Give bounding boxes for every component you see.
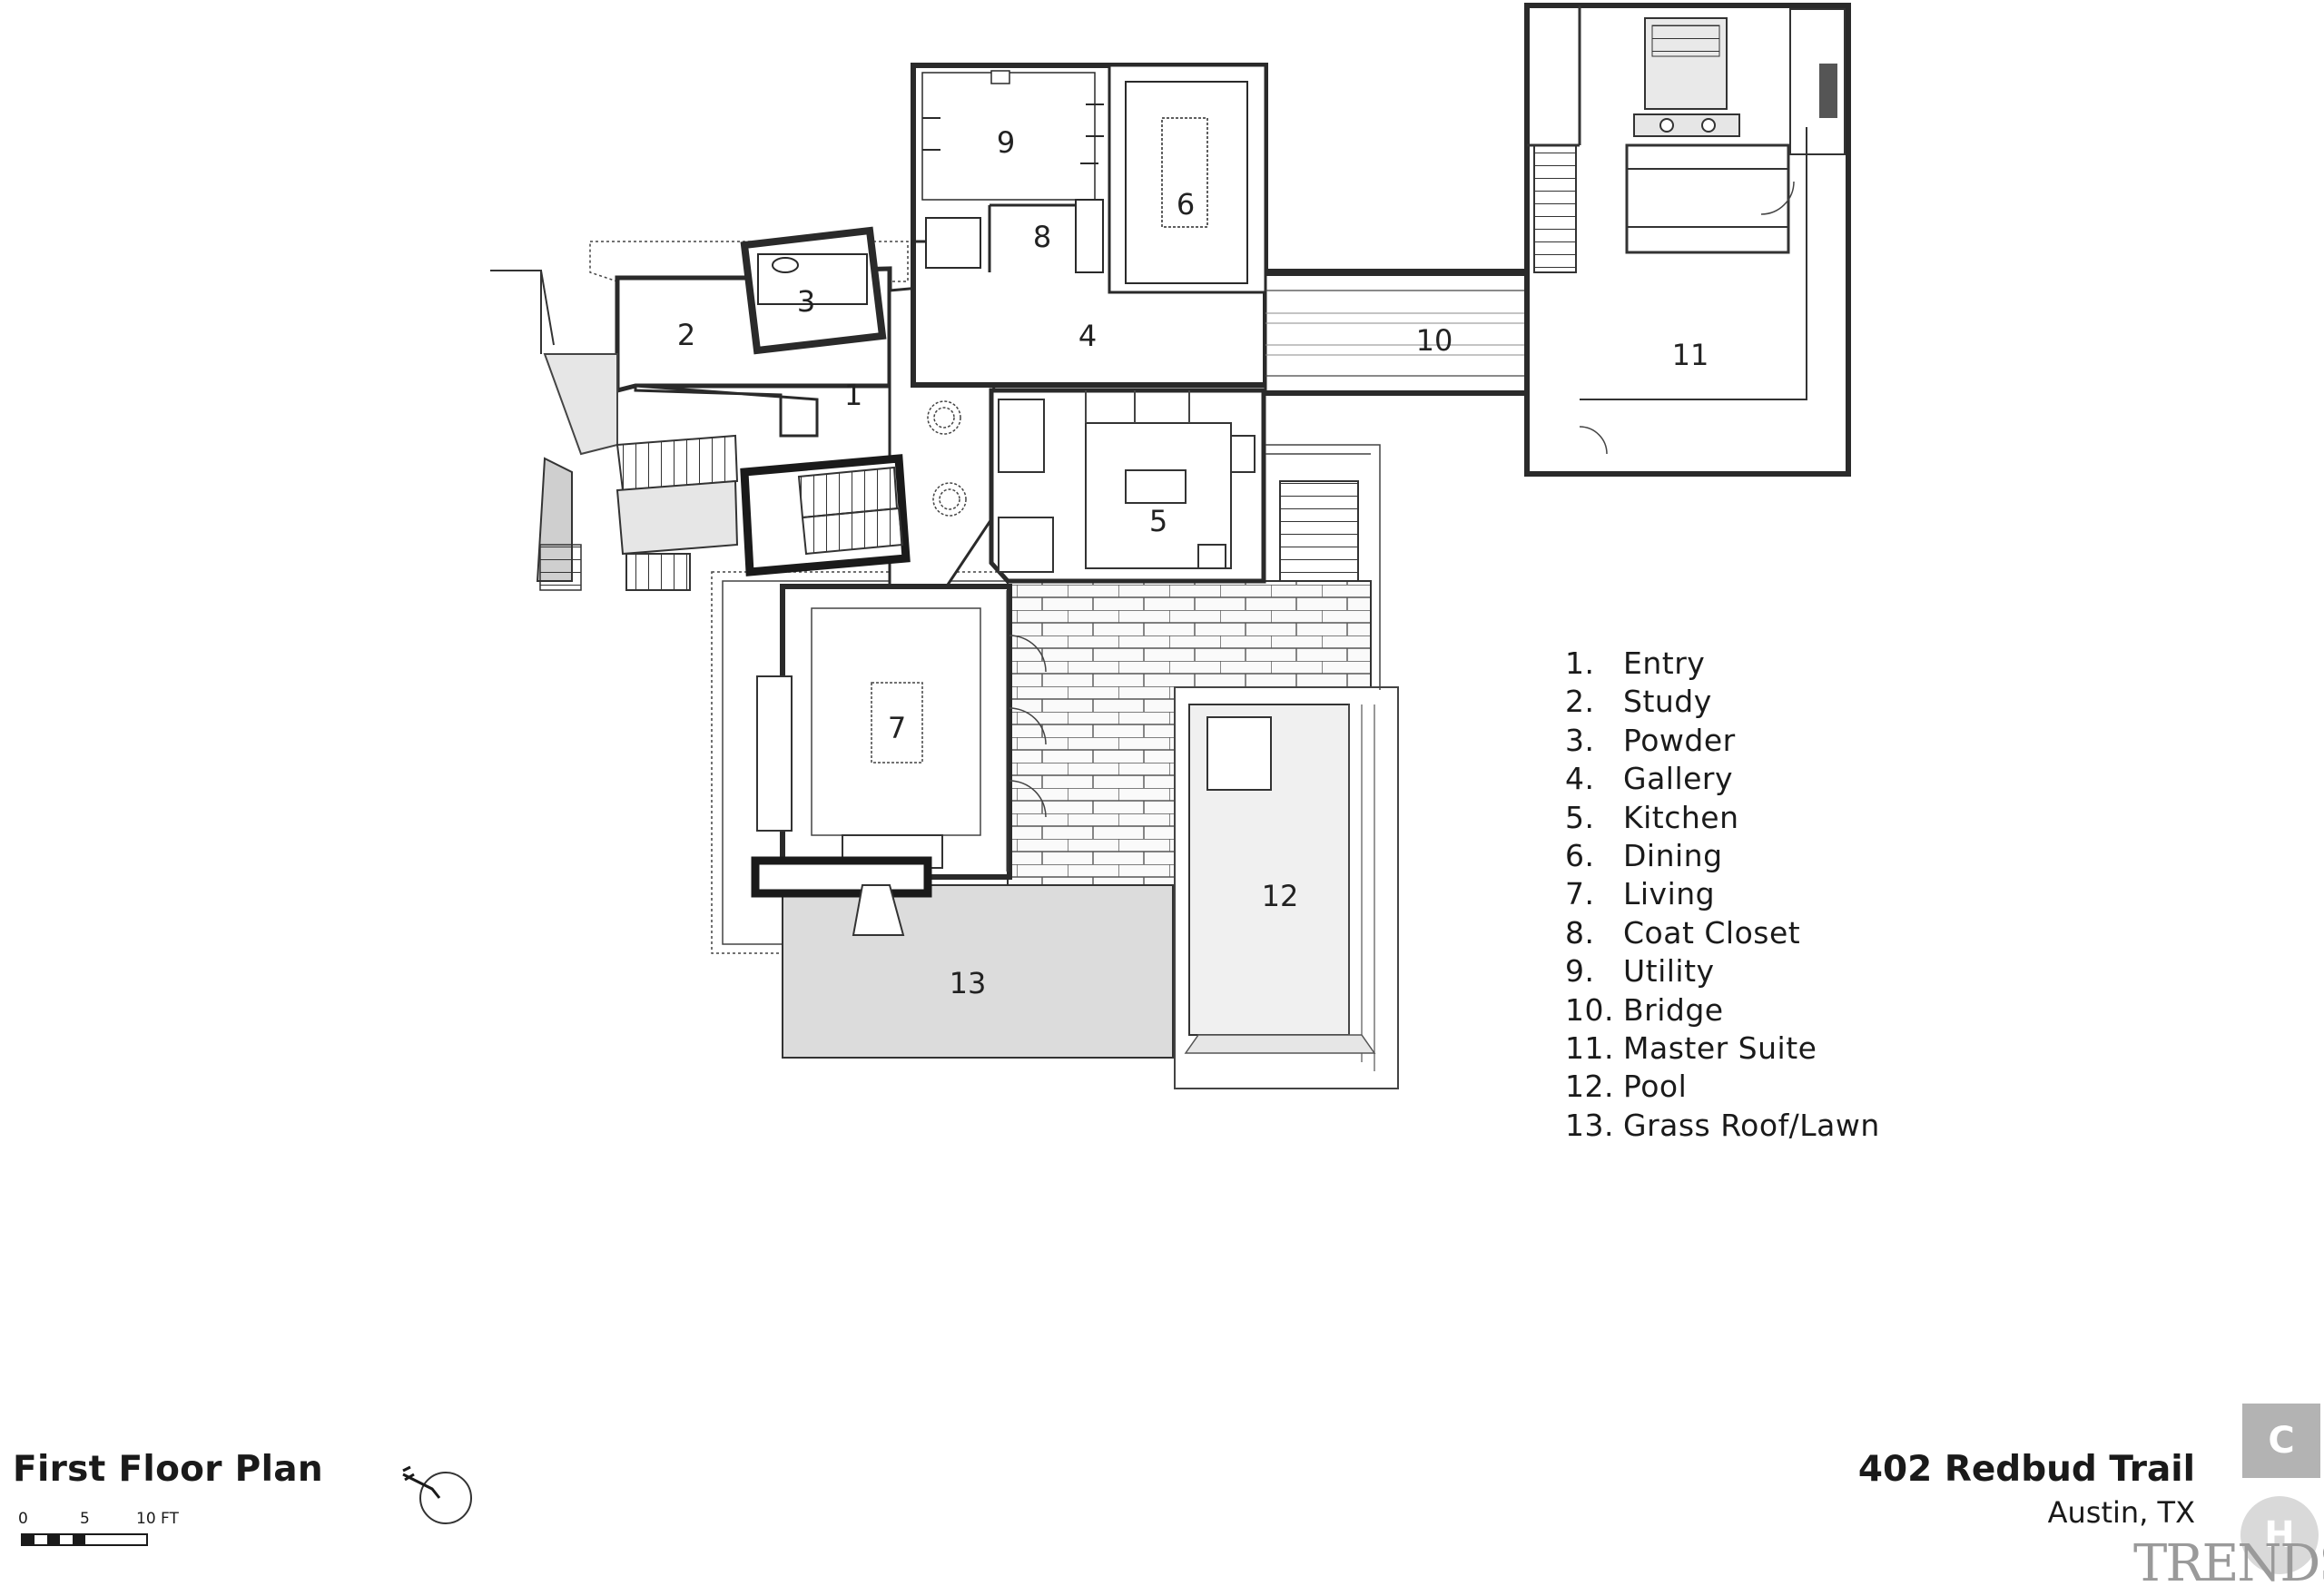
legend-label: Study	[1623, 684, 1712, 720]
bridge	[1264, 269, 1576, 396]
legend-item: 10.Bridge	[1565, 991, 1880, 1030]
legend-label: Utility	[1623, 953, 1715, 990]
legend-item: 12.Pool	[1565, 1068, 1880, 1106]
scale-bar	[21, 1533, 148, 1546]
legend-label: Coat Closet	[1623, 914, 1801, 951]
legend-number: 3.	[1565, 722, 1595, 758]
north-arrow-icon	[402, 1465, 472, 1524]
room-label-10: 10	[1416, 323, 1453, 358]
legend-number: 8.	[1565, 914, 1595, 951]
legend-number: 12.	[1565, 1069, 1614, 1105]
master-suite	[1524, 3, 1851, 477]
legend-item: 2. Study	[1565, 683, 1880, 721]
west-stairs	[490, 270, 739, 591]
legend-item: 13.Grass Roof/Lawn	[1565, 1107, 1880, 1145]
room-label-9: 9	[997, 125, 1015, 160]
legend-number: 5.	[1565, 799, 1595, 835]
h-badge-icon: H	[2240, 1496, 2319, 1574]
legend-item: 3. Powder	[1565, 722, 1880, 760]
room-label-7: 7	[888, 711, 906, 745]
legend-item: 4. Gallery	[1565, 760, 1880, 798]
trends-logo: TRENDS	[2133, 1534, 2324, 1593]
east-terrace-edge	[1265, 444, 1381, 690]
legend-number: 2.	[1565, 684, 1595, 720]
room-label-4: 4	[1078, 319, 1097, 353]
scale-tick-10: 10 FT	[136, 1510, 179, 1528]
legend-item: 7. Living	[1565, 875, 1880, 913]
room-label-3: 3	[797, 284, 815, 319]
legend-number: 4.	[1565, 761, 1595, 797]
legend-item: 8. Coat Closet	[1565, 914, 1880, 952]
pool	[1174, 686, 1399, 1089]
legend-number: 11.	[1565, 1030, 1614, 1066]
room-label-6: 6	[1177, 187, 1195, 222]
room-label-1: 1	[844, 378, 862, 412]
c-badge-icon: C	[2242, 1404, 2320, 1478]
room-label-8: 8	[1033, 220, 1051, 254]
plan-title: First Floor Plan	[13, 1449, 323, 1490]
legend-item: 1. Entry	[1565, 645, 1880, 683]
legend-number: 1.	[1565, 645, 1595, 681]
scale-tick-5: 5	[80, 1510, 90, 1528]
legend-label: Pool	[1623, 1069, 1688, 1105]
living-room	[751, 584, 1047, 936]
east-stairs	[1279, 480, 1359, 582]
kitchen	[989, 388, 1266, 584]
project-address: 402 Redbud Trail	[1857, 1449, 2195, 1490]
legend-number: 13.	[1565, 1107, 1614, 1143]
central-stair-core	[740, 454, 911, 576]
legend-label: Grass Roof/Lawn	[1623, 1107, 1880, 1143]
project-city: Austin, TX	[2047, 1495, 2195, 1530]
room-label-12: 12	[1262, 879, 1299, 913]
legend-number: 6.	[1565, 837, 1595, 873]
legend-item: 9. Utility	[1565, 952, 1880, 990]
legend-number: 10.	[1565, 991, 1614, 1028]
legend-label: Powder	[1623, 722, 1736, 758]
legend-number: 7.	[1565, 876, 1595, 912]
room-label-11: 11	[1672, 338, 1709, 372]
legend-item: 6. Dining	[1565, 837, 1880, 875]
legend-number: 9.	[1565, 953, 1595, 990]
grass-roof-area	[782, 884, 1174, 1059]
room-label-2: 2	[677, 318, 695, 352]
legend-label: Entry	[1623, 645, 1706, 681]
legend-label: Kitchen	[1623, 799, 1739, 835]
legend-label: Master Suite	[1623, 1030, 1817, 1066]
main-block	[911, 63, 1268, 388]
legend-label: Gallery	[1623, 761, 1734, 797]
room-labels: 1 2 3 4 5 6 7 8 9 10 11 12 13	[677, 125, 1709, 1000]
room-label-13: 13	[950, 966, 987, 1000]
legend-label: Bridge	[1623, 991, 1724, 1028]
room-label-5: 5	[1149, 504, 1167, 538]
legend-item: 5. Kitchen	[1565, 799, 1880, 837]
room-legend: 1. Entry 2. Study 3. Powder 4. Gallery 5. Kit…	[1565, 645, 1880, 1145]
legend-label: Dining	[1623, 837, 1723, 873]
legend-label: Living	[1623, 876, 1716, 912]
scale-tick-0: 0	[18, 1510, 28, 1528]
legend-item: 11.Master Suite	[1565, 1030, 1880, 1068]
